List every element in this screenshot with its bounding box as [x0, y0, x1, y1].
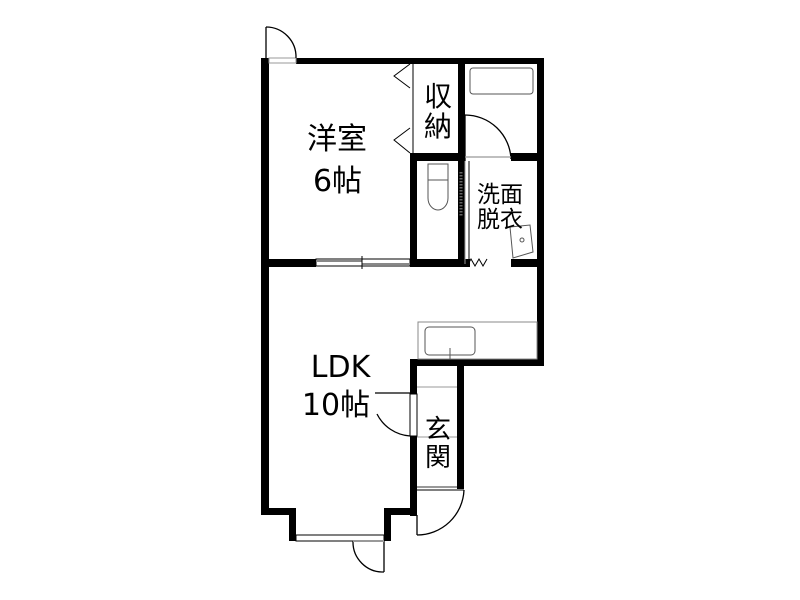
washer-space-icon — [466, 257, 488, 268]
room-size-western-room: 6帖 — [312, 164, 363, 199]
room-label-ldk: LDK — [310, 350, 371, 385]
room-label-entrance: 玄 関 — [424, 415, 451, 474]
washbasin-icon — [509, 224, 534, 259]
walls — [261, 58, 544, 541]
fixtures — [417, 67, 538, 360]
room-label-washroom: 洗面 脱衣 — [477, 182, 523, 233]
door-swings — [265, 26, 512, 573]
room-label-storage: 収 納 — [423, 80, 452, 144]
kitchen-counter — [417, 321, 538, 360]
toilet-icon — [427, 163, 449, 211]
windows — [268, 57, 470, 542]
room-size-ldk: 10帖 — [301, 388, 371, 423]
bathtub-icon — [469, 67, 534, 95]
closet-doors — [393, 63, 414, 154]
room-label-western-room: 洋室 — [307, 122, 367, 157]
